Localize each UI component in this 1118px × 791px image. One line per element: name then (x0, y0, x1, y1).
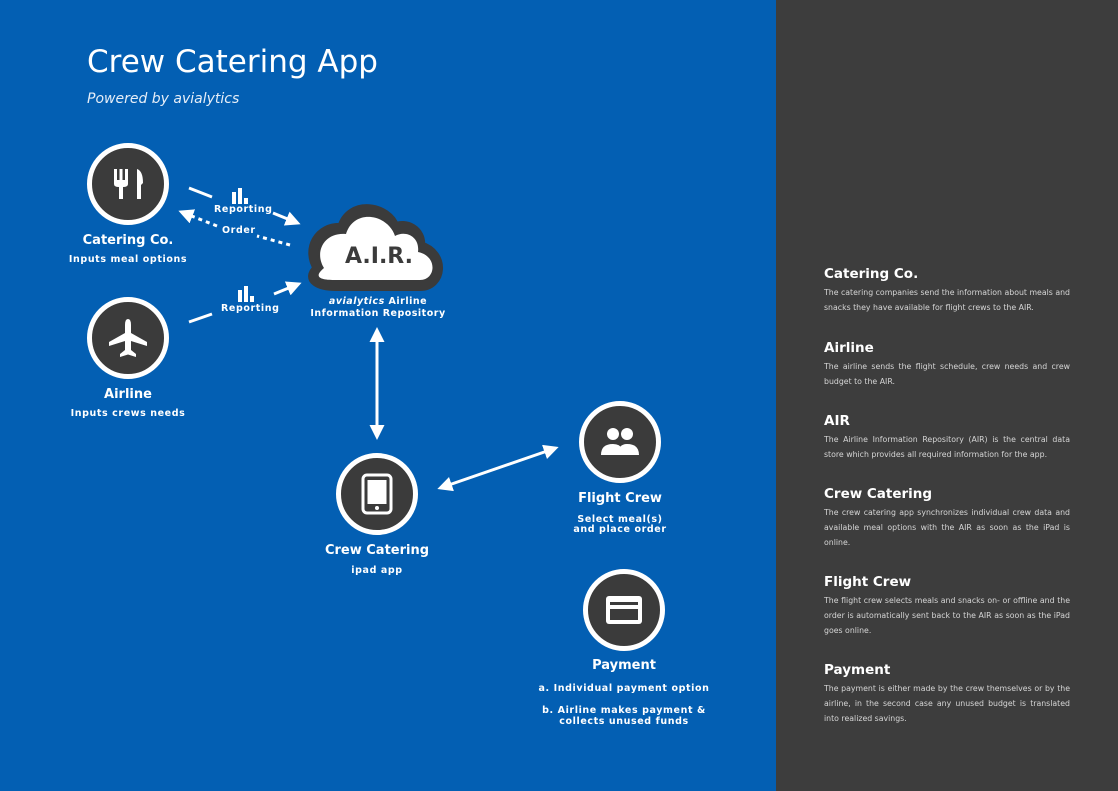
description-title: AIR (824, 413, 850, 429)
air-label: A.I.R. (344, 244, 414, 269)
description-crew-catering: Crew Catering The crew catering app sync… (824, 486, 1070, 550)
airline-sub: Inputs crews needs (70, 408, 186, 419)
payment-option-b-2: collects unused funds (559, 716, 689, 727)
description-payment: Payment The payment is either made by th… (824, 662, 1070, 726)
people-icon (601, 428, 639, 455)
reporting-label-airline: Reporting (221, 303, 280, 314)
diagram-panel (0, 0, 776, 791)
bar-chart-icon (238, 286, 254, 302)
description-text: The crew catering app synchronizes indiv… (824, 508, 1070, 547)
airline-node (87, 297, 169, 379)
air-caption-line1: Airline (384, 296, 428, 307)
airplane-icon (109, 319, 147, 357)
description-title: Payment (824, 662, 891, 678)
description-panel (776, 0, 1118, 791)
reporting-label-catering: Reporting (214, 204, 273, 215)
description-text: The catering companies send the informat… (824, 288, 1070, 312)
description-flight-crew: Flight Crew The flight crew selects meal… (824, 574, 1070, 638)
order-arrow (178, 209, 291, 247)
tablet-icon (361, 473, 393, 515)
bar-chart-icon (232, 188, 248, 204)
description-catering: Catering Co. The catering companies send… (824, 266, 1070, 315)
page-title: Crew Catering App (87, 44, 378, 80)
order-label: Order (222, 225, 256, 236)
description-text: The Airline Information Repository (AIR)… (824, 435, 1070, 459)
description-title: Crew Catering (824, 486, 933, 502)
description-text: The airline sends the flight schedule, c… (824, 362, 1070, 386)
description-title: Catering Co. (824, 266, 919, 282)
payment-name: Payment (592, 658, 656, 673)
description-air: AIR The Airline Information Repository (… (824, 413, 1070, 462)
catering-name: Catering Co. (82, 233, 174, 248)
reporting-arrow-catering (188, 186, 301, 226)
flight-crew-sub-1: Select meal(s) (577, 514, 663, 525)
payment-option-a: a. Individual payment option (538, 683, 710, 694)
air-brand: avialytics (328, 296, 385, 307)
airline-name: Airline (104, 387, 152, 402)
flight-crew-sub-2: and place order (573, 524, 667, 535)
payment-option-b-1: b. Airline makes payment & (542, 705, 706, 716)
crew-catering-node (336, 453, 418, 535)
description-airline: Airline The airline sends the flight sch… (824, 340, 1070, 389)
connector-layer (178, 186, 559, 492)
fork-knife-icon (114, 169, 143, 199)
payment-node (583, 569, 665, 651)
description-text: The payment is either made by the crew t… (824, 684, 1070, 723)
description-title: Flight Crew (824, 574, 912, 590)
description-title: Airline (824, 340, 874, 356)
page-subtitle: Powered by avialytics (87, 91, 240, 107)
catering-sub: Inputs meal options (68, 254, 188, 265)
catering-node (87, 143, 169, 225)
sync-arrow-diagonal (437, 444, 559, 492)
crew-catering-name: Crew Catering (324, 543, 430, 558)
air-caption-line2: Information Repository (310, 308, 446, 319)
description-text: The flight crew selects meals and snacks… (824, 596, 1070, 635)
flight-crew-name: Flight Crew (578, 491, 662, 506)
flight-crew-node (579, 401, 661, 483)
crew-catering-sub: ipad app (351, 565, 403, 576)
reporting-arrow-airline (188, 281, 302, 324)
credit-card-icon (606, 596, 642, 624)
cloud-icon (308, 204, 443, 291)
